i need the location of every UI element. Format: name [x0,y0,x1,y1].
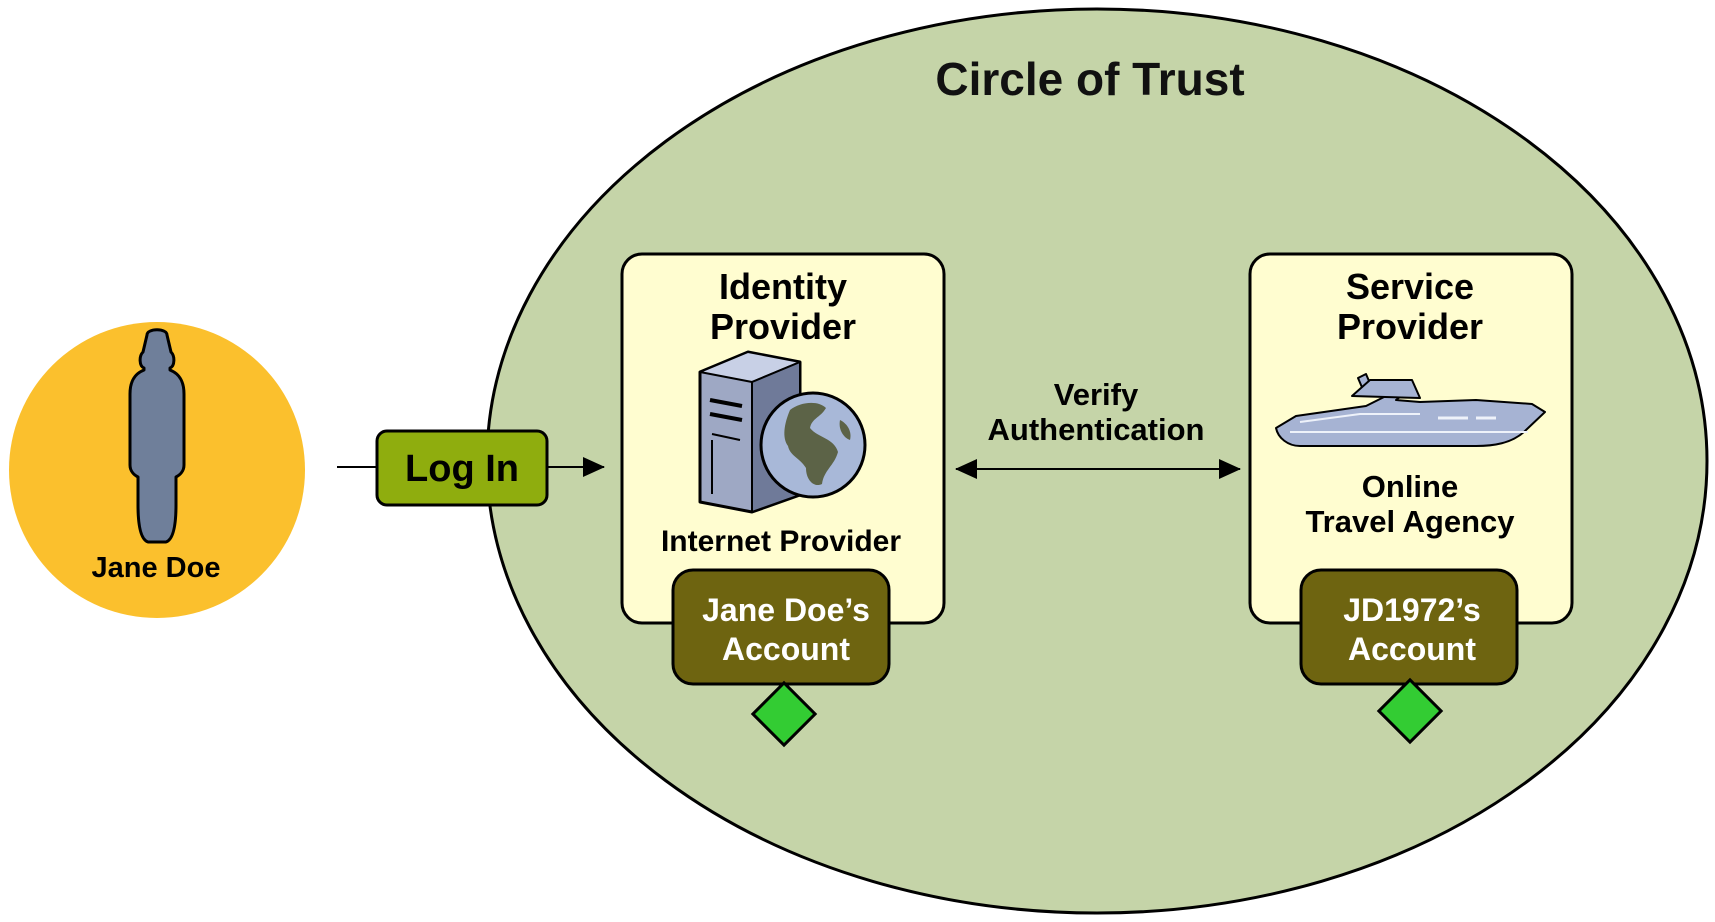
identity-provider: Identity Provider Internet Provider Jane… [620,252,946,748]
login-button-label: Log In [405,448,519,490]
circle-of-trust-title: Circle of Trust [935,53,1244,105]
identity-provider-title-line2: Provider [710,306,856,347]
verify-line1: Verify [1054,377,1139,412]
service-provider-account-line1: JD1972’s [1343,592,1481,628]
person-icon [128,328,186,544]
user[interactable]: Jane Doe [9,322,305,618]
service-provider-title-line2: Provider [1337,306,1483,347]
identity-provider-account-badge: Jane Doe’s Account [671,568,891,686]
cruise-ship-icon [1275,373,1546,447]
identity-provider-title-line1: Identity [719,266,847,307]
user-name: Jane Doe [92,552,221,584]
service-provider-account-line2: Account [1348,631,1476,667]
identity-link-diamond-icon [750,680,818,748]
service-provider-account-badge: JD1972’s Account [1299,568,1519,686]
server-globe-icon [698,350,867,514]
identity-provider-account-line2: Account [722,631,850,667]
service-link-diamond-icon [1376,677,1444,745]
service-provider-caption-line1: Online [1362,469,1458,504]
identity-provider-caption: Internet Provider [661,525,901,558]
verify-line2: Authentication [988,412,1205,447]
service-provider-title-line1: Service [1346,266,1474,307]
service-provider: Service Provider Online Travel Agency JD… [1248,252,1574,745]
service-provider-caption-line2: Travel Agency [1305,504,1515,539]
identity-provider-account-line1: Jane Doe’s [702,592,870,628]
login-button[interactable]: Log In [375,429,549,507]
